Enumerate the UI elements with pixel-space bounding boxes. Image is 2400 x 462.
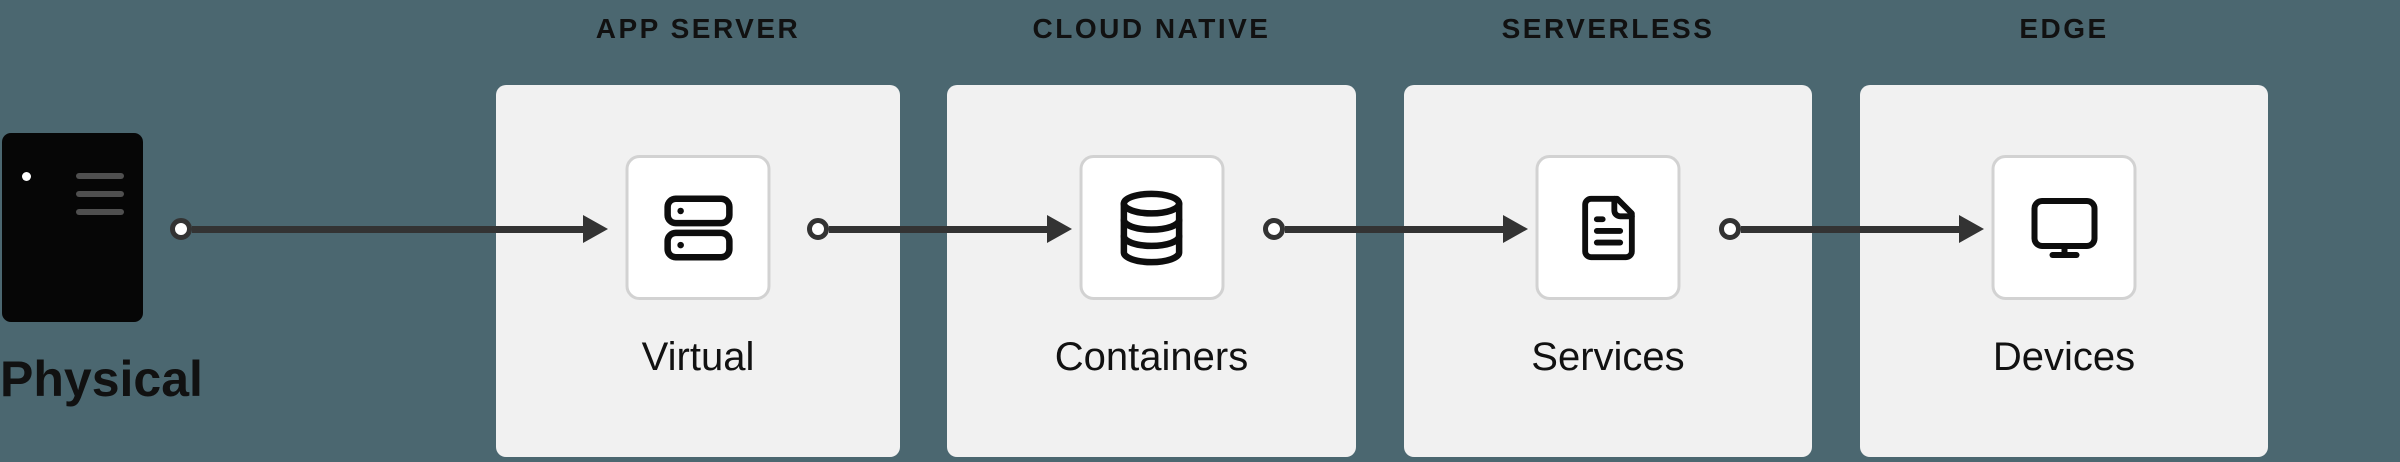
stage-label-services: Services <box>1531 335 1685 379</box>
stage-card-containers: Containers <box>947 85 1356 457</box>
stage-label-virtual: Virtual <box>641 335 755 379</box>
stage-header-app-server: APP SERVER <box>595 13 801 44</box>
connector-physical-to-virtual <box>170 215 608 243</box>
connector-origin-dot <box>1263 218 1285 240</box>
server-stack-icon <box>663 195 733 260</box>
tower-power-led <box>22 172 31 181</box>
connector-containers-to-services <box>1263 215 1528 243</box>
stage-header-serverless: SERVERLESS <box>1501 13 1715 44</box>
connector-services-to-devices <box>1719 215 1984 243</box>
connector-origin-dot <box>807 218 829 240</box>
database-icon <box>1120 190 1183 265</box>
connector-origin-dot <box>170 218 192 240</box>
connector-line <box>829 225 1047 233</box>
arrowhead-icon <box>1959 215 1984 243</box>
connector-line <box>1285 225 1503 233</box>
stage-card-services: Services <box>1404 85 1812 457</box>
stage-header-cloud-native: CLOUD NATIVE <box>1032 13 1271 44</box>
connector-line <box>192 225 583 233</box>
stage-header-edge: EDGE <box>2019 13 2109 44</box>
stage-card-virtual: Virtual <box>496 85 900 457</box>
stage-label-containers: Containers <box>1054 335 1249 379</box>
connector-origin-dot <box>1719 218 1741 240</box>
arrowhead-icon <box>1047 215 1072 243</box>
monitor-icon <box>2031 197 2097 258</box>
icon-box <box>1079 155 1224 300</box>
arrowhead-icon <box>1503 215 1528 243</box>
connector-virtual-to-containers <box>807 215 1072 243</box>
tower-vent-line <box>76 209 124 215</box>
icon-box <box>1991 155 2137 300</box>
arrowhead-icon <box>583 215 608 243</box>
stage-card-devices: Devices <box>1860 85 2268 457</box>
document-icon <box>1581 195 1635 260</box>
icon-box <box>625 155 771 300</box>
physical-label: Physical <box>0 351 203 407</box>
stage-label-devices: Devices <box>1992 335 2136 379</box>
connector-line <box>1741 225 1959 233</box>
server-tower-icon <box>2 133 143 322</box>
tower-vent-line <box>76 191 124 197</box>
tower-vent-line <box>76 173 124 179</box>
icon-box <box>1535 155 1681 300</box>
